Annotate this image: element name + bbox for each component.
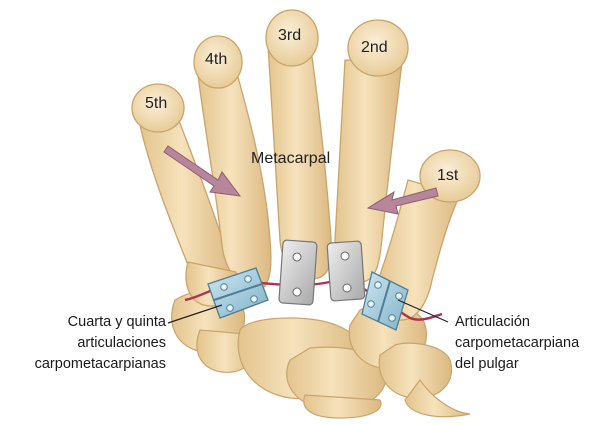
caption-right-line-3: del pulgar [455,356,519,372]
caption-left-line-3: carpometacarpianas [35,356,166,372]
caption-left: Cuarta y quinta articulaciones carpometa… [35,314,167,372]
caption-left-line-2: articulaciones [77,335,166,351]
label-metacarpal: Metacarpal [251,150,330,167]
plate-middle-left [279,240,317,305]
plate-middle-right [327,241,365,301]
label-2nd: 2nd [361,39,388,56]
label-5th: 5th [145,95,167,112]
label-4th: 4th [205,51,227,68]
caption-right-line-1: Articulación [455,314,530,330]
label-3rd: 3rd [278,27,301,44]
caption-left-line-1: Cuarta y quinta [68,314,167,330]
caption-right: Articulación carpometacarpiana del pulga… [455,314,580,372]
label-1st: 1st [437,167,459,184]
caption-right-line-2: carpometacarpiana [455,335,580,351]
